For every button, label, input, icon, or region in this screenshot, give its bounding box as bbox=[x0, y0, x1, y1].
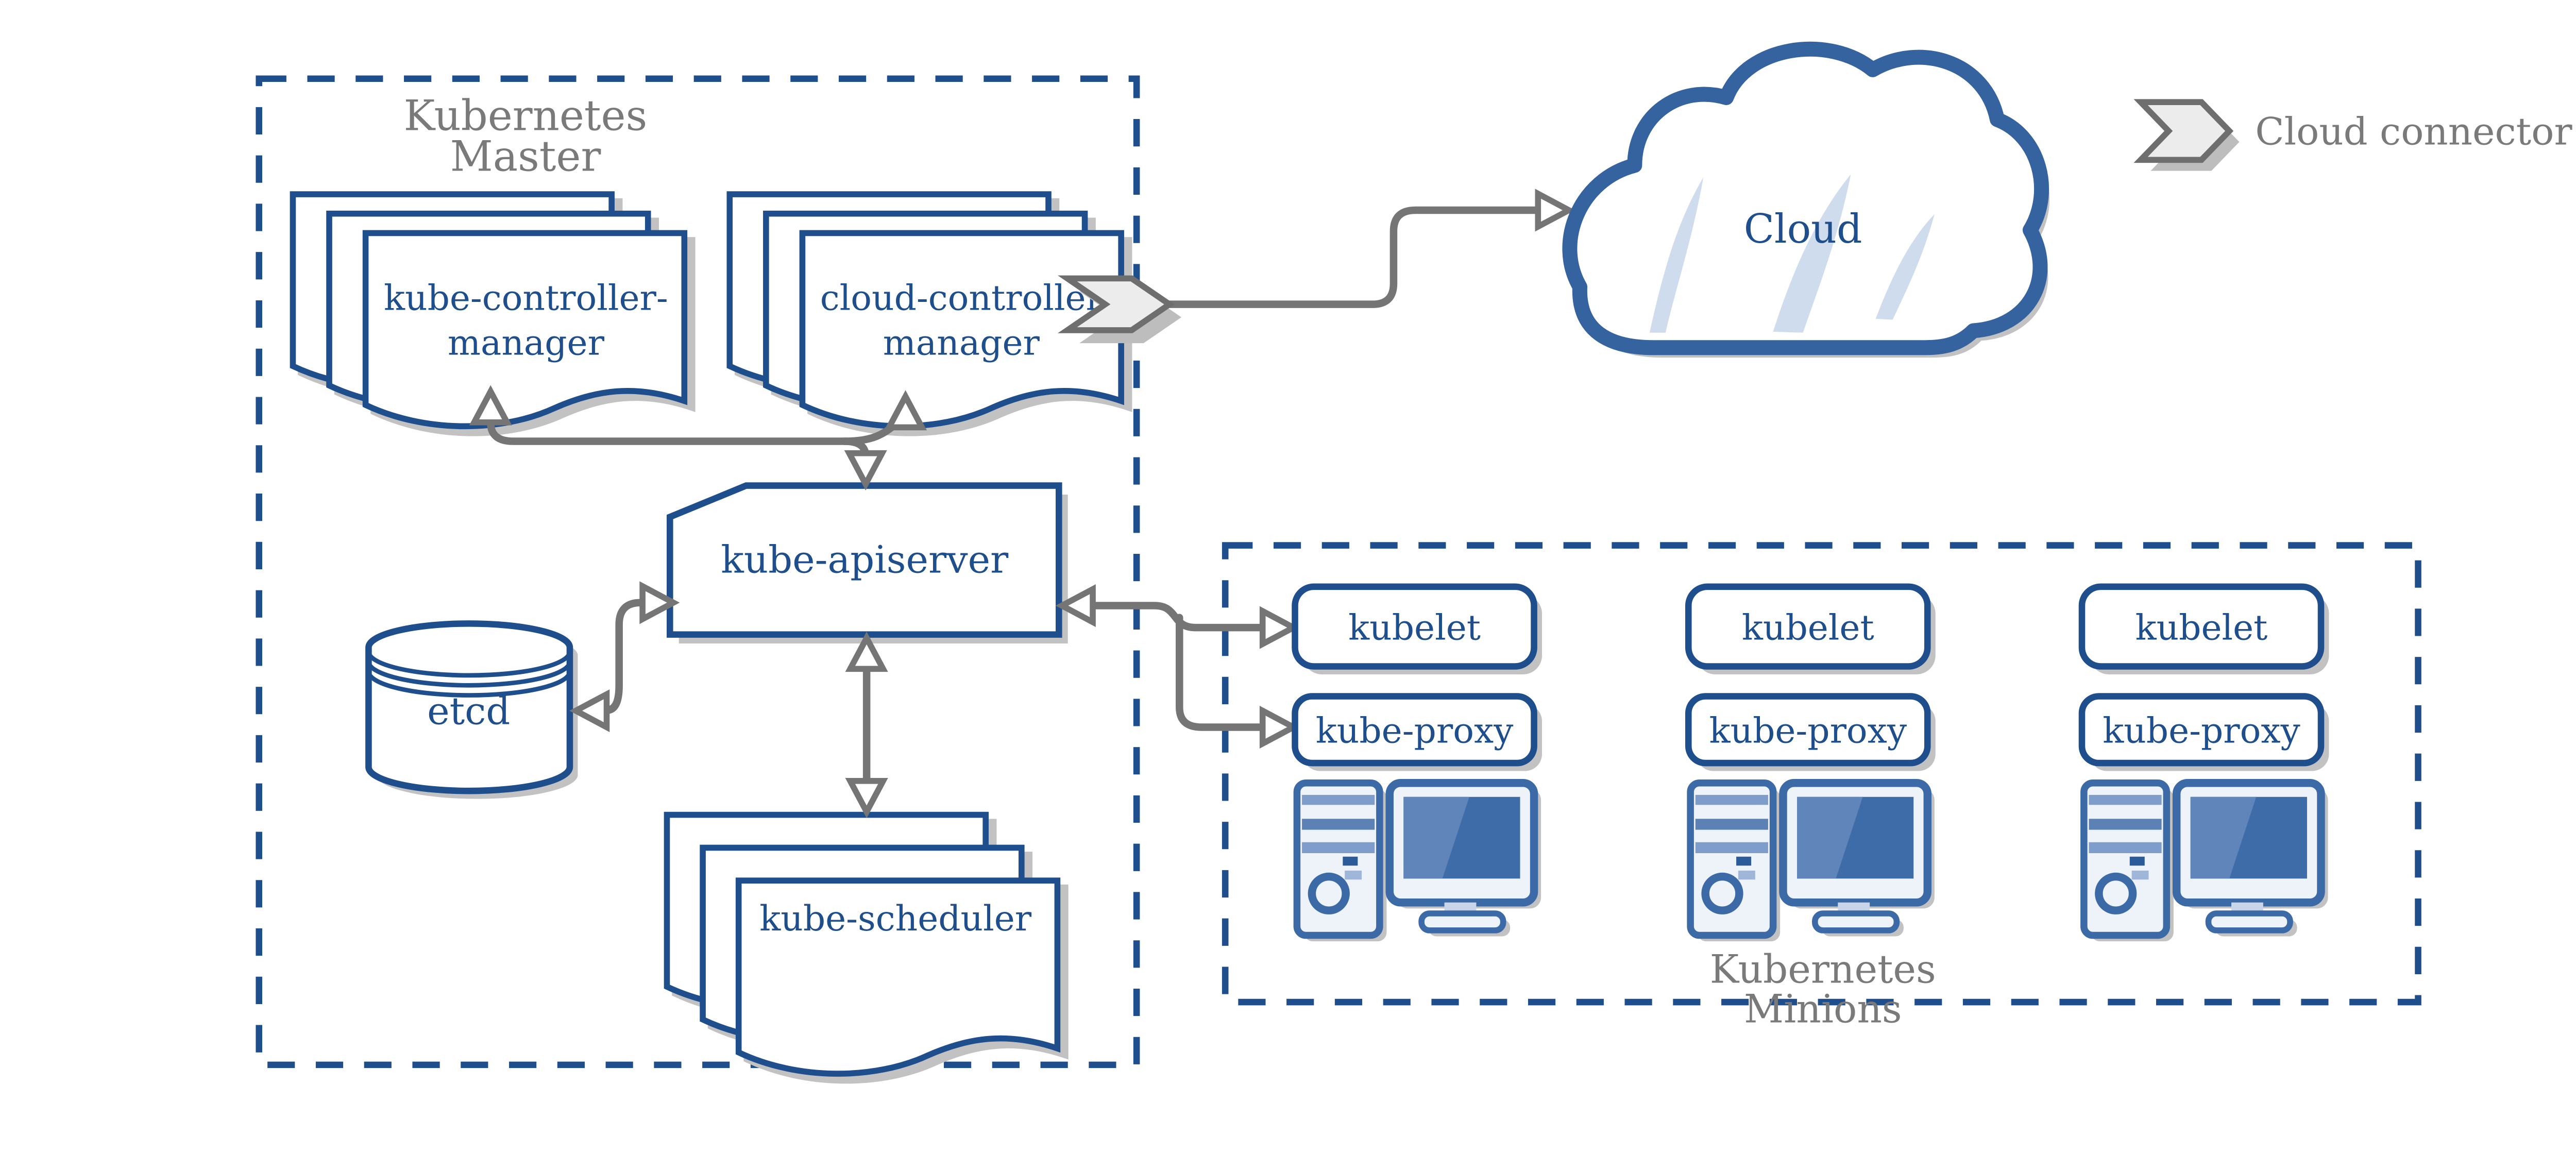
minion-node-3: kubelet kube-proxy bbox=[2078, 583, 2329, 941]
arrowhead-into-apiserver-top bbox=[849, 453, 882, 484]
cloud-label: Cloud bbox=[1744, 206, 1862, 252]
kube-proxy-box-3 bbox=[2078, 693, 2325, 767]
arrowhead-into-cloud bbox=[1538, 194, 1569, 227]
workstation-icon-3 bbox=[2084, 783, 2328, 941]
connectors bbox=[474, 194, 1569, 812]
connector-controllers-horizontal bbox=[486, 418, 849, 445]
legend-cloud-connector-label: Cloud connector bbox=[2255, 110, 2572, 154]
kubelet-label-2: kubelet bbox=[1742, 607, 1874, 648]
kube-scheduler-label: kube-scheduler bbox=[759, 898, 1032, 939]
cloud-connector-chevron bbox=[1057, 275, 1182, 344]
arrowhead-into-kube-proxy bbox=[1263, 711, 1294, 744]
kubelet-label-1: kubelet bbox=[1348, 607, 1481, 648]
workstation-icon-2 bbox=[1690, 783, 1935, 941]
connector-chevron-cloud bbox=[1164, 206, 1545, 308]
cloud-connector-icon bbox=[1057, 275, 1175, 333]
kubernetes-minions-box bbox=[1222, 542, 2421, 1006]
connector-apiserver-etcd bbox=[603, 599, 651, 714]
kube-proxy-label-3: kube-proxy bbox=[2103, 710, 2300, 751]
etcd-label: etcd bbox=[427, 690, 510, 734]
cloud-controller-manager-stack: cloud-controller manager bbox=[730, 194, 1129, 433]
arrowhead-into-kube-scheduler bbox=[850, 781, 883, 812]
workstation-icon-1 bbox=[1297, 783, 1541, 941]
cloud-group: Cloud bbox=[1562, 41, 2050, 358]
arrowhead-into-etcd bbox=[576, 694, 607, 727]
legend: Cloud connector bbox=[2133, 99, 2572, 171]
kube-apiserver-label: kube-apiserver bbox=[721, 538, 1009, 582]
legend-cloud-connector-icon bbox=[2133, 99, 2234, 163]
cloud-shape bbox=[1562, 41, 2049, 355]
kubernetes-master-box bbox=[256, 75, 1140, 1069]
kube-controller-manager-stack: kube-controller- manager bbox=[293, 194, 692, 433]
master-title-line2: Master bbox=[450, 133, 601, 181]
etcd-cylinder: etcd bbox=[365, 620, 578, 799]
master-title-line1: Kubernetes bbox=[404, 92, 648, 140]
kubelet-box-1 bbox=[1292, 583, 1537, 670]
arrowhead-into-kubelet bbox=[1263, 611, 1294, 644]
minion-node-1: kubelet kube-proxy bbox=[1292, 583, 1543, 941]
kube-proxy-label-1: kube-proxy bbox=[1316, 710, 1514, 751]
kubelet-box-3 bbox=[2078, 583, 2325, 670]
connector-apiserver-kubelet bbox=[1088, 602, 1269, 632]
kube-apiserver-shape: kube-apiserver bbox=[666, 482, 1068, 644]
kubelet-box-2 bbox=[1685, 583, 1931, 670]
kube-scheduler-stack: kube-scheduler bbox=[667, 815, 1065, 1081]
kube-proxy-label-2: kube-proxy bbox=[1709, 710, 1907, 751]
minion-node-2: kubelet kube-proxy bbox=[1685, 583, 1936, 941]
kubelet-label-3: kubelet bbox=[2136, 607, 2268, 648]
connector-apiserver-kube-proxy bbox=[1176, 614, 1269, 731]
minions-title-line2: Minions bbox=[1744, 987, 1902, 1032]
kube-proxy-box-1 bbox=[1292, 693, 1537, 767]
diagram-canvas: Kubernetes Master kube-controller- manag… bbox=[256, 41, 2573, 1084]
kube-controller-manager-label-line2: manager bbox=[448, 322, 605, 363]
cloud-controller-manager-label-line2: manager bbox=[883, 322, 1040, 363]
cloud-controller-manager-label-line1: cloud-controller bbox=[820, 277, 1103, 318]
minions-title-line1: Kubernetes bbox=[1710, 946, 1936, 992]
kubernetes-architecture-diagram: Kubernetes Master kube-controller- manag… bbox=[256, 41, 2573, 1084]
kube-proxy-box-2 bbox=[1685, 693, 1931, 767]
kube-controller-manager-label-line1: kube-controller- bbox=[384, 277, 668, 318]
